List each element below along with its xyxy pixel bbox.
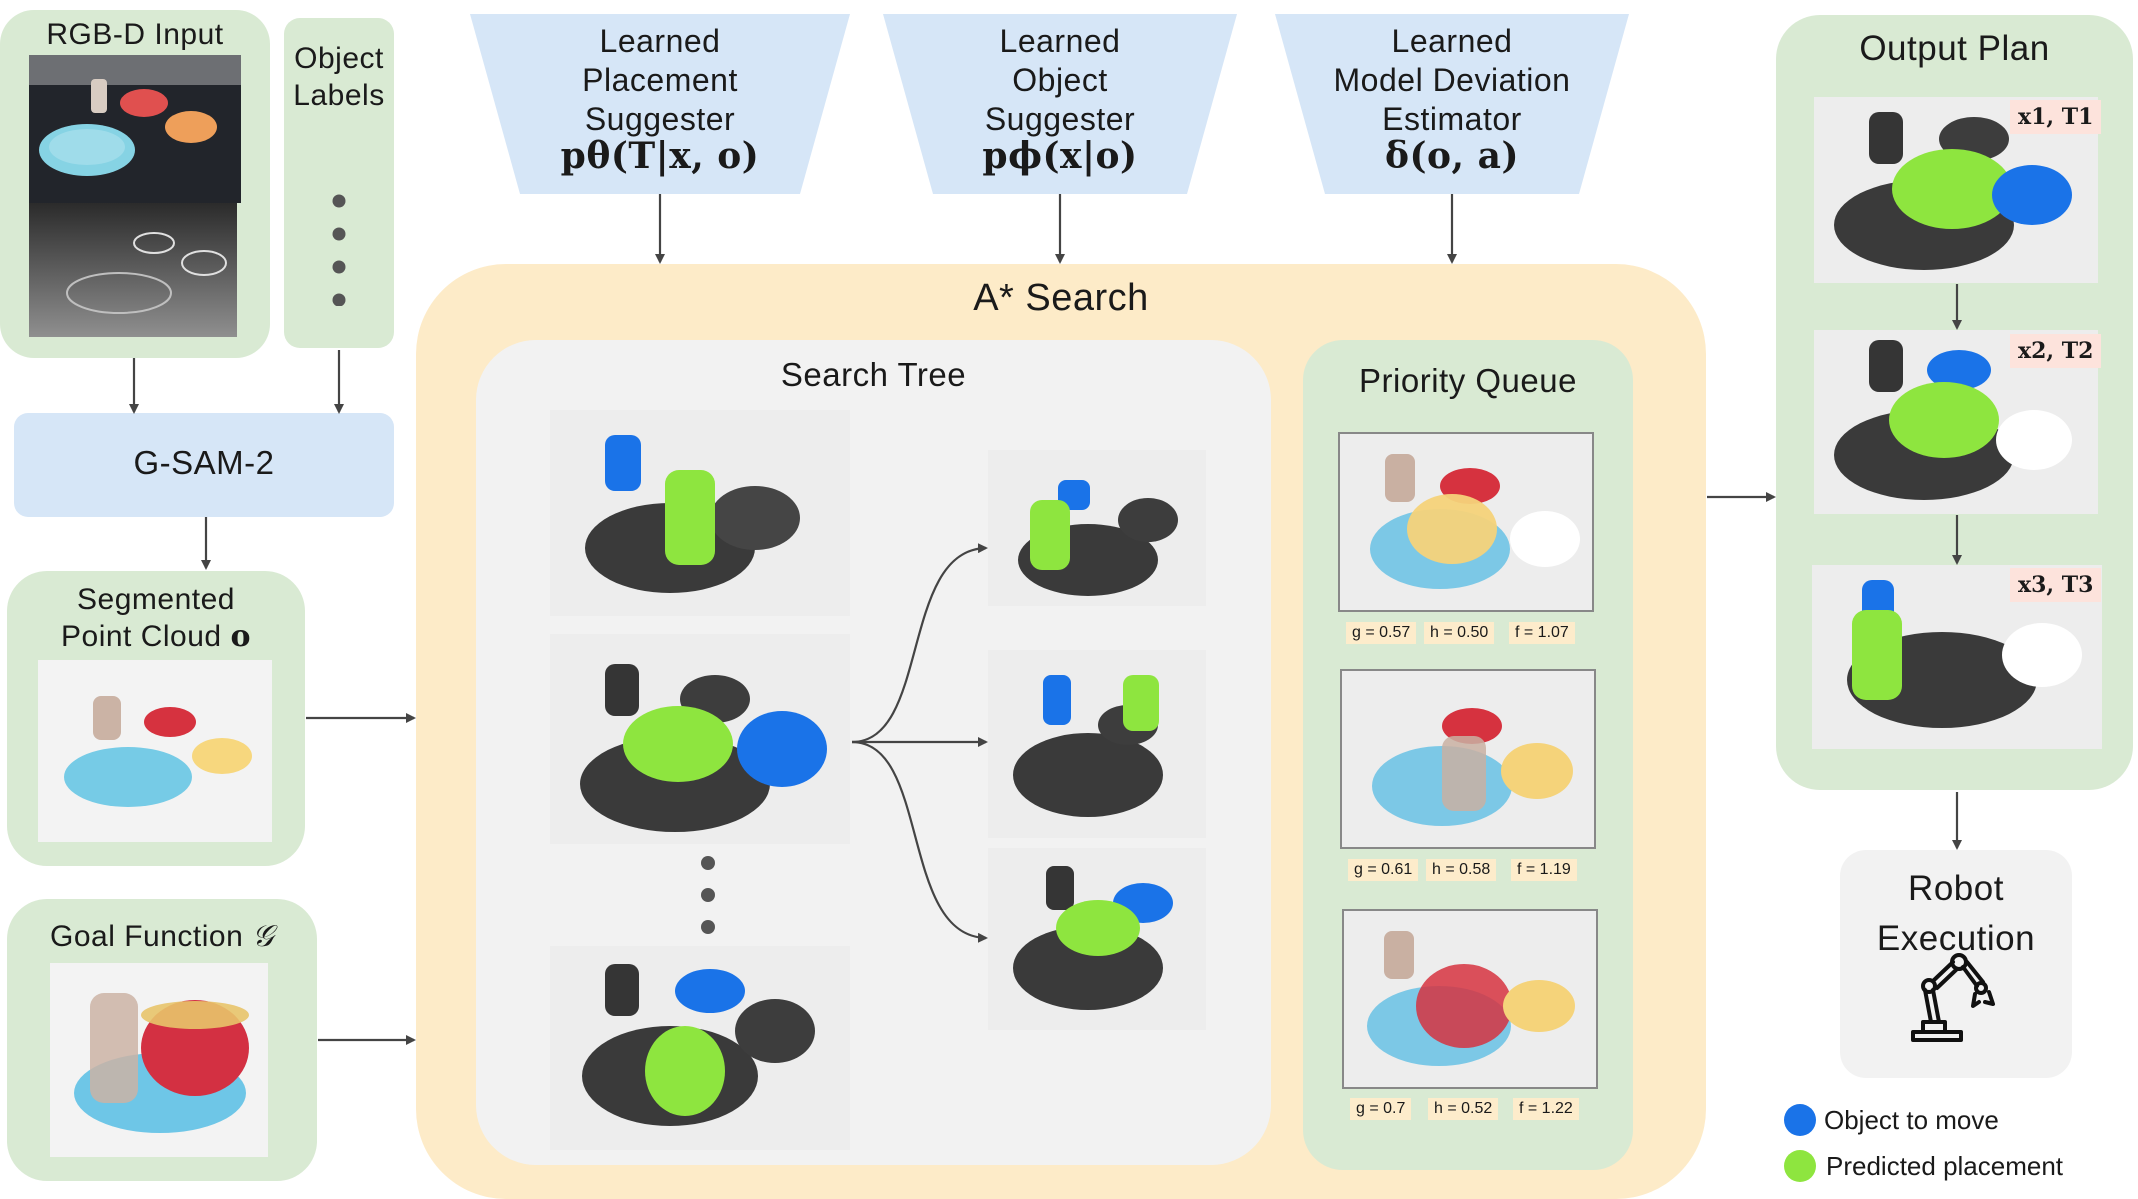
goal-title: Goal Function 𝒢 [7,918,317,955]
arrow-tree-expand-1 [851,543,988,744]
tree-ellipsis [700,855,716,935]
queue-item-image-3 [1342,909,1598,1089]
queue-item-2-h: h = 0.58 [1426,859,1497,881]
tree-node-image-3 [550,946,850,1150]
search-tree-title: Search Tree [780,356,967,393]
object-suggester-formula: pϕ(x|o) [982,135,1138,177]
astar-title: A* Search [973,277,1149,319]
output-step-3-label: x3, T3 [2010,568,2102,602]
segmented-symbol: o [230,619,251,654]
tree-child-image-2 [988,650,1206,838]
depth-image [29,203,237,337]
queue-item-3-h: h = 0.52 [1428,1098,1499,1120]
tree-child-image-3 [988,848,1206,1030]
segmented-title-text: Segmented Point Cloud [61,583,235,653]
object-labels-panel [284,18,394,348]
queue-item-1-h: h = 0.50 [1424,622,1495,644]
robot-execution-label: Robot Execution [1876,869,2036,958]
object-suggester-shape [883,14,1237,194]
goal-title-text: Goal Function [50,920,253,953]
gsam-box [14,413,394,517]
arrow-tree-expand-3 [851,740,988,943]
output-step-image-1 [1814,97,2098,283]
queue-item-image-1 [1338,432,1594,612]
deviation-estimator-text: Learned Model Deviation Estimator [1333,23,1571,137]
gsam-label: G-SAM-2 [133,444,275,481]
segmented-point-cloud [38,660,272,842]
deviation-estimator-formula: δ(o, a) [1385,135,1519,177]
legend-swatch-placement [1784,1150,1816,1182]
queue-item-1-f: f = 1.07 [1509,622,1575,644]
queue-item-2-f: f = 1.19 [1511,859,1577,881]
goal-symbol: 𝒢 [252,919,274,954]
legend-swatch-object [1784,1104,1816,1136]
object-labels-title: Object Labels [293,42,385,112]
queue-item-image-2 [1340,669,1596,849]
placement-suggester-text: Learned Placement Suggester [582,23,738,137]
output-step-1-label: x1, T1 [2010,100,2102,134]
tree-child-image-1 [988,450,1206,606]
deviation-estimator-shape [1275,14,1629,194]
output-plan-title: Output Plan [1859,29,2050,68]
priority-queue-title: Priority Queue [1359,362,1577,399]
queue-item-1-g: g = 0.57 [1346,622,1417,644]
segmented-title: Segmented Point Cloud o [7,581,305,655]
object-suggester-text: Learned Object Suggester [984,23,1136,137]
legend-label-object: Object to move [1824,1105,1999,1135]
rgbd-input-title: RGB-D Input [46,18,224,51]
queue-item-2-g: g = 0.61 [1348,859,1419,881]
rgb-photo [29,55,241,203]
output-step-image-2 [1814,330,2098,514]
tree-node-image-1 [550,410,850,616]
placement-suggester-shape [470,14,850,194]
legend-label-placement: Predicted placement [1826,1151,2064,1181]
tree-node-image-2 [550,634,850,844]
output-step-2-label: x2, T2 [2010,334,2102,368]
goal-point-cloud [50,963,268,1157]
robot-arm-icon [1905,950,2005,1046]
queue-item-3-g: g = 0.7 [1350,1098,1412,1120]
queue-item-3-f: f = 1.22 [1513,1098,1579,1120]
placement-suggester-formula: pθ(T|x, o) [560,135,760,177]
ellipsis-dots [332,194,346,307]
